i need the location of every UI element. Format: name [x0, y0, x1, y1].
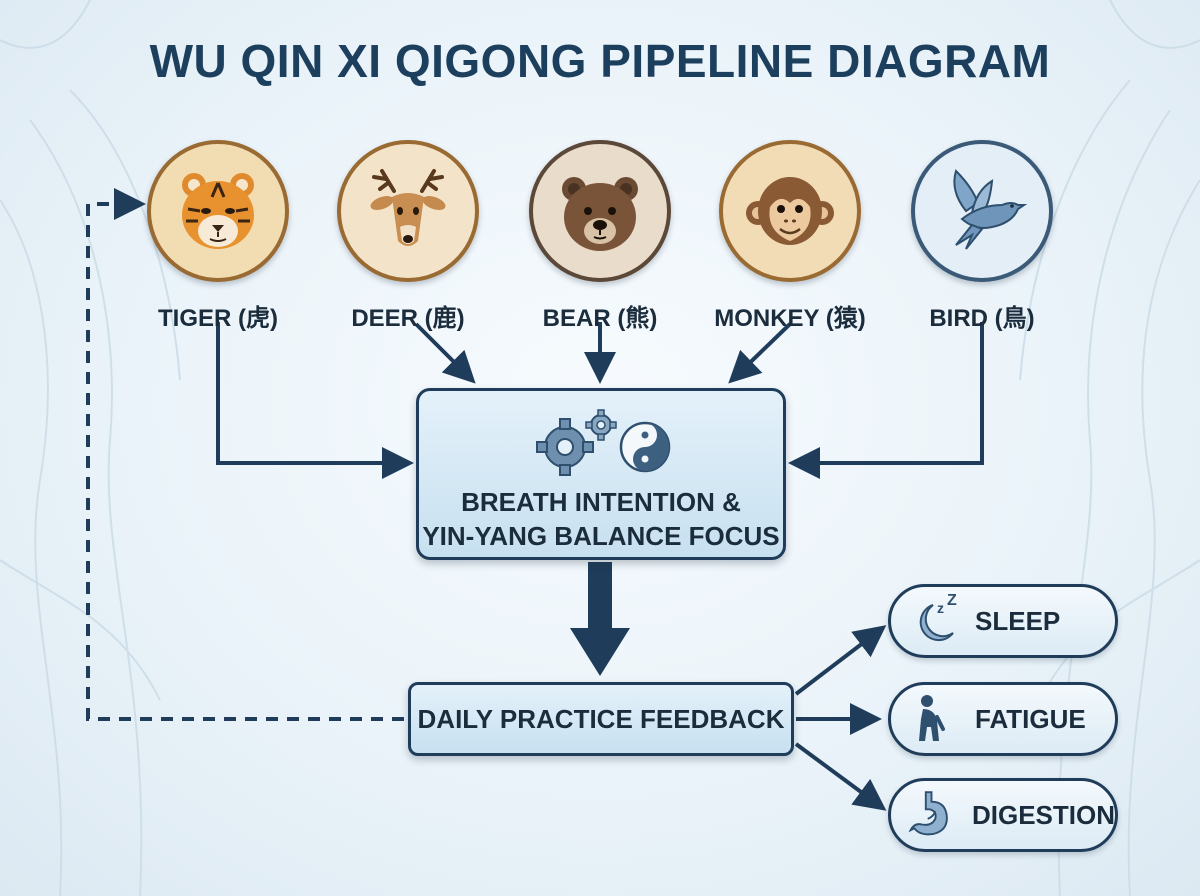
animal-node-tiger: TIGER (虎) [128, 140, 308, 333]
deer-icon [337, 140, 479, 282]
page-title: WU QIN XI QIGONG PIPELINE DIAGRAM [149, 35, 1051, 87]
animal-node-monkey: MONKEY (猿) [700, 140, 880, 333]
gears-icon [536, 409, 617, 476]
animal-node-bear: BEAR (熊) [510, 140, 690, 333]
center-icons [419, 407, 783, 477]
svg-text:z: z [937, 600, 944, 616]
yin-yang-icon [619, 421, 671, 473]
center-text-line-2: YIN-YANG BALANCE FOCUS [422, 521, 780, 551]
stomach-icon [908, 791, 948, 836]
animal-label: BEAR (熊) [542, 305, 658, 332]
tiger-icon [147, 140, 289, 282]
monkey-icon [719, 140, 861, 282]
bird-icon [911, 140, 1053, 282]
outcome-digestion: DIGESTION [888, 778, 1118, 852]
outcome-label: DIGESTION [971, 799, 1115, 830]
moon-sleep-icon: z Z [919, 592, 957, 642]
outcome-label: SLEEP [975, 605, 1061, 636]
outcome-label: FATIGUE [975, 703, 1086, 734]
breath-intention-balance-box: BREATH INTENTION & YIN-YANG BALANCE FOCU… [416, 388, 786, 560]
animal-label: BIRD (鳥) [929, 305, 1035, 332]
daily-practice-feedback-box: DAILY PRACTICE FEEDBACK [408, 682, 794, 756]
animal-label: DEER (鹿) [351, 305, 465, 332]
bear-icon [529, 140, 671, 282]
animal-label: MONKEY (猿) [714, 305, 866, 332]
center-text-line-1: BREATH INTENTION & [461, 487, 741, 517]
animal-node-bird: BIRD (鳥) [892, 140, 1072, 333]
animal-node-deer: DEER (鹿) [318, 140, 498, 333]
outcome-fatigue: FATIGUE [888, 682, 1118, 756]
tired-person-icon [919, 695, 945, 741]
svg-text:Z: Z [947, 592, 957, 609]
animal-label: TIGER (虎) [158, 305, 278, 332]
outcome-sleep: z Z SLEEP [888, 584, 1118, 658]
